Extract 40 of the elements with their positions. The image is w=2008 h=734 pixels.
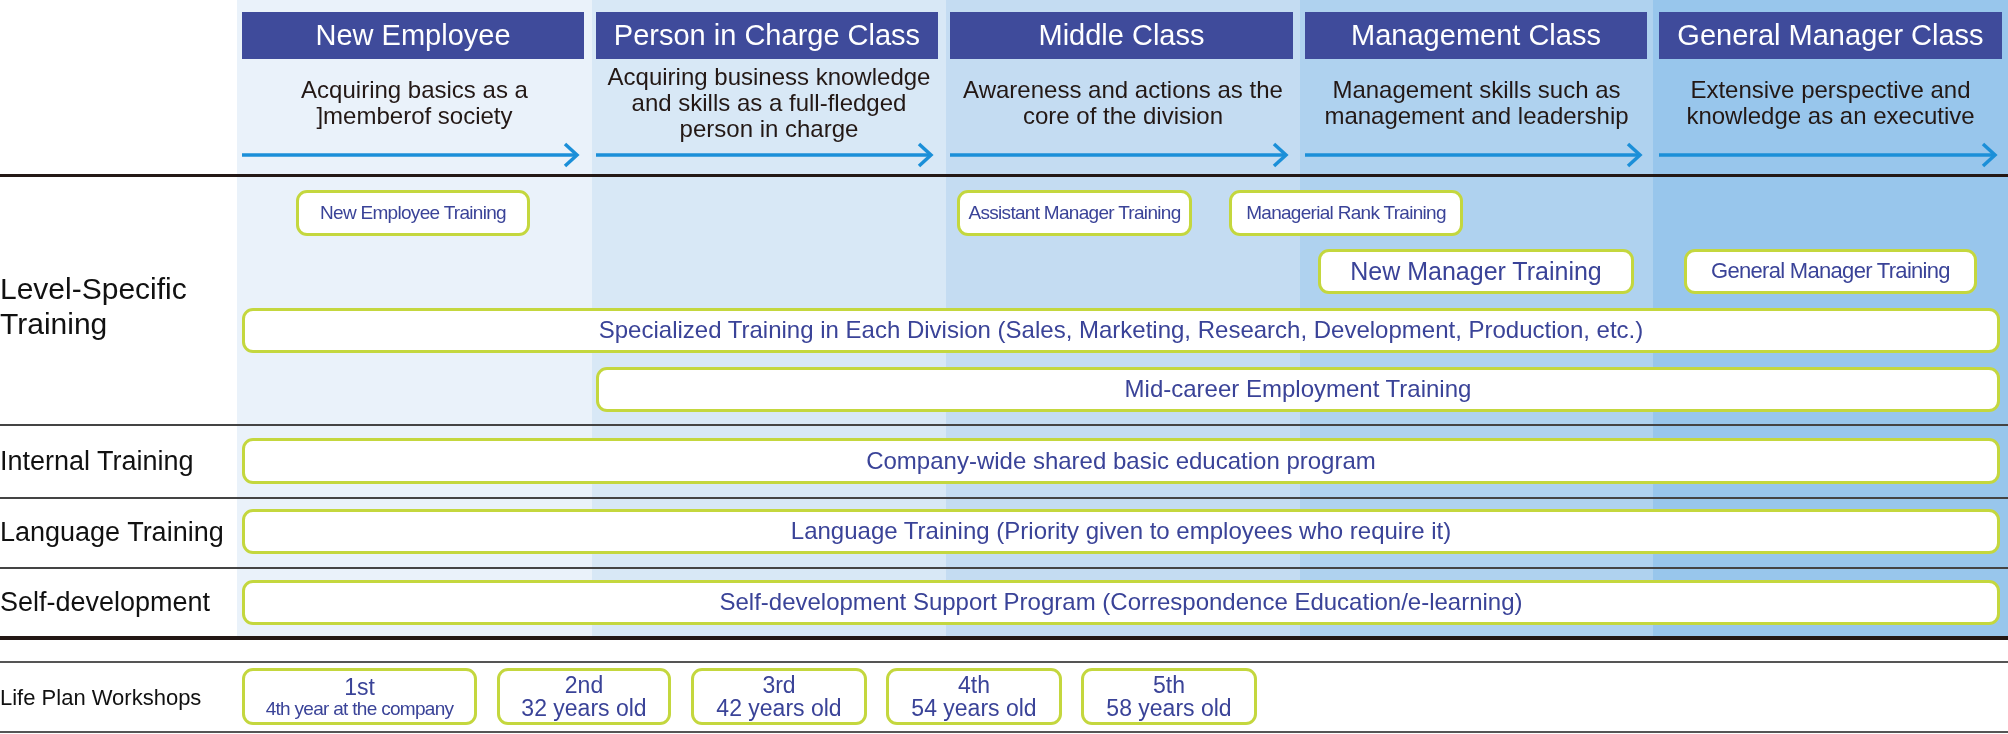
workshop-number: 2nd bbox=[564, 673, 604, 697]
workshop-timing: 42 years old bbox=[716, 696, 842, 720]
workshop-timing: 4th year at the company bbox=[265, 698, 454, 718]
row-heading: Internal Training bbox=[0, 446, 194, 478]
training-program: Language Training (Priority given to employees who require it) bbox=[242, 509, 2000, 554]
training-program: New Employee Training bbox=[296, 190, 530, 236]
class-header: General Manager Class bbox=[1659, 12, 2002, 59]
training-program: New Manager Training bbox=[1318, 249, 1634, 294]
workshop-card bbox=[691, 668, 867, 725]
training-program: Company-wide shared basic education program bbox=[242, 438, 2000, 484]
column-description: Acquiring basics as a ]memberof society bbox=[300, 77, 529, 129]
column-description: Management skills such as management and leadership bbox=[1323, 77, 1630, 129]
training-program: Mid-career Employment Training bbox=[596, 367, 2000, 412]
row-heading: Level-Specific Training bbox=[0, 272, 188, 341]
workshop-card bbox=[886, 668, 1062, 725]
class-header: Management Class bbox=[1305, 12, 1647, 59]
row-heading: Self-development bbox=[0, 587, 211, 619]
workshop-timing: 58 years old bbox=[1106, 696, 1232, 720]
workshop-card bbox=[497, 668, 671, 725]
workshop-number: 5th bbox=[1153, 673, 1185, 697]
workshop-card bbox=[1081, 668, 1257, 725]
column-description: Awareness and actions as the core of the division bbox=[962, 77, 1284, 129]
training-program: Managerial Rank Training bbox=[1229, 190, 1463, 236]
workshop-timing: 32 years old bbox=[521, 696, 647, 720]
training-program: Self-development Support Program (Correspondence Education/e-learning) bbox=[242, 580, 2000, 625]
class-header: Middle Class bbox=[950, 12, 1293, 59]
class-header: Person in Charge Class bbox=[596, 12, 938, 59]
workshop-card bbox=[242, 668, 477, 725]
column-description: Acquiring business knowledge and skills as a full-fledged person in charge bbox=[606, 64, 932, 142]
training-program: Specialized Training in Each Division (Sales, Marketing, Research, Development, Production, etc.) bbox=[242, 308, 2000, 353]
workshop-number: 4th bbox=[958, 673, 990, 697]
workshop-number: 3rd bbox=[762, 673, 796, 697]
training-program: General Manager Training bbox=[1684, 249, 1977, 294]
workshop-number: 1st bbox=[344, 675, 375, 699]
workshop-timing: 54 years old bbox=[911, 696, 1037, 720]
training-program: Assistant Manager Training bbox=[957, 190, 1192, 236]
row-heading: Language Training bbox=[0, 517, 224, 549]
column-description: Extensive perspective and knowledge as an executive bbox=[1685, 77, 1976, 129]
class-header: New Employee bbox=[242, 12, 584, 59]
row-heading: Life Plan Workshops bbox=[0, 685, 202, 711]
